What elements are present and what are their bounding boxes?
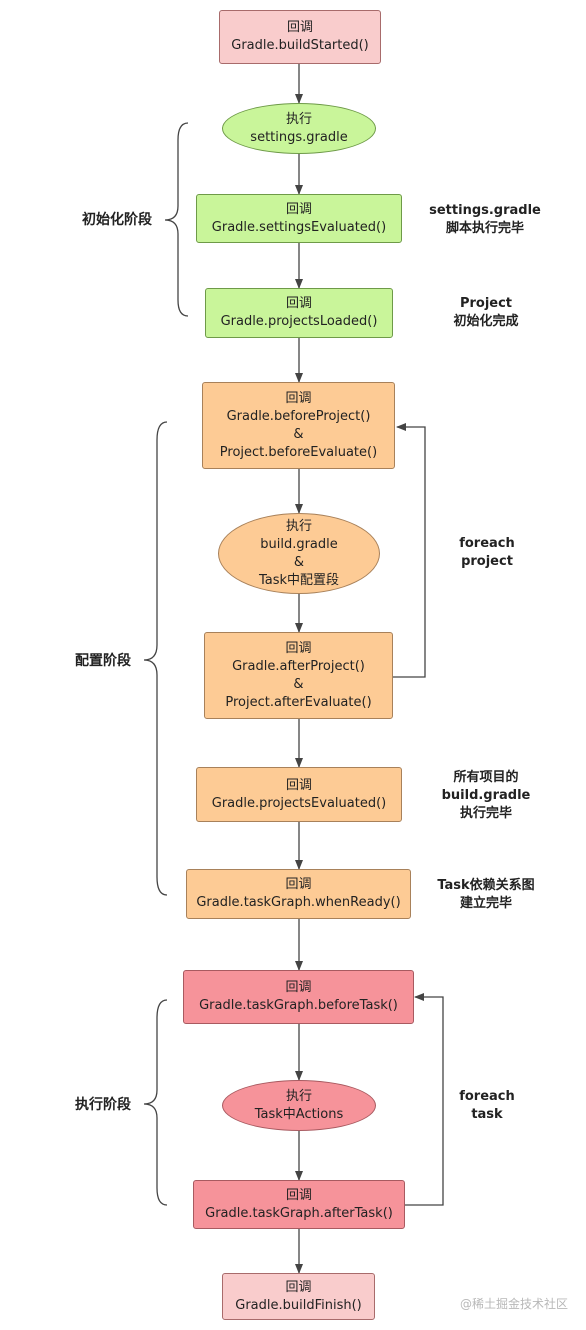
annotation-foreach-project: foreach project [422, 535, 552, 571]
loop-arrow-task [404, 993, 444, 1206]
annotation-line: settings.gradle [429, 203, 541, 218]
node-text: 回调 Gradle.buildStarted() [231, 19, 369, 55]
node-build-started: 回调 Gradle.buildStarted() [219, 10, 381, 64]
node-text: 回调 Gradle.taskGraph.beforeTask() [199, 979, 398, 1015]
annotation-line: build.gradle [441, 788, 531, 803]
annotation-line: 建立完毕 [459, 896, 512, 911]
watermark: @稀土掘金技术社区 [459, 1297, 568, 1311]
node-projects-loaded: 回调 Gradle.projectsLoaded() [205, 288, 393, 338]
phase-exec-label: 执行阶段 [75, 1097, 131, 1113]
node-text-line: Gradle.buildFinish() [235, 1297, 362, 1313]
annotation-line: foreach [459, 1089, 515, 1104]
brace-config [143, 421, 168, 896]
node-exec-actions: 执行 Task中Actions [222, 1080, 376, 1131]
node-before-project: 回调 Gradle.beforeProject() & Project.beforeE… [202, 382, 395, 469]
node-text-line: 回调 [285, 877, 312, 892]
node-text-line: Project.beforeEvaluate() [219, 444, 378, 460]
node-text-line: 回调 [285, 390, 312, 406]
node-text-line: 执行 [285, 1088, 312, 1104]
node-text: 回调 Gradle.afterProject() & Project.afterEva… [225, 640, 371, 712]
node-text: 回调 Gradle.buildFinish() [235, 1279, 362, 1315]
node-text: 回调 Gradle.taskGraph.whenReady() [196, 876, 400, 912]
node-exec-build-gradle: 执行 build.gradle & Task中配置段 [218, 513, 380, 594]
node-exec-settings: 执行 settings.gradle [222, 103, 376, 154]
node-text-line: Gradle.settingsEvaluated() [211, 219, 387, 235]
node-text-line: & [293, 554, 305, 570]
node-text-line: 回调 [285, 1187, 312, 1203]
node-text-line: & [293, 676, 304, 692]
node-text-line: build.gradle [260, 536, 338, 552]
node-text-line: Task中Actions [254, 1106, 344, 1122]
node-text: 回调 Gradle.taskGraph.afterTask() [205, 1187, 393, 1223]
annotation-settings-done: settings.gradle 脚本执行完毕 [420, 202, 550, 238]
node-text-line: Task中配置段 [258, 572, 340, 588]
node-settings-evaluated: 回调 Gradle.settingsEvaluated() [196, 194, 402, 243]
node-text-line: 回调 [285, 777, 312, 793]
node-after-project: 回调 Gradle.afterProject() & Project.afterEva… [204, 632, 393, 719]
node-text: 执行 settings.gradle [250, 111, 347, 147]
node-text: 回调 Gradle.projectsEvaluated() [212, 777, 386, 813]
node-text-line: Gradle.projectsLoaded() [220, 314, 378, 329]
node-text-line: 执行 [285, 111, 312, 127]
node-text-line: & [293, 426, 304, 442]
loop-arrow-project [393, 423, 426, 678]
phase-init-label: 初始化阶段 [82, 212, 152, 228]
node-text-line: settings.gradle [250, 129, 348, 145]
annotation-line: Project [459, 296, 513, 311]
node-text-line: 回调 [285, 980, 312, 995]
phase-config-label: 配置阶段 [75, 653, 131, 669]
node-text-line: 回调 [286, 20, 313, 35]
node-text: 回调 Gradle.projectsLoaded() [221, 295, 378, 331]
annotation-task-graph: Task依赖关系图建立完毕 [421, 877, 551, 913]
annotation-line: Task依赖关系图 [437, 878, 535, 893]
node-text: 执行 Task中Actions [255, 1088, 344, 1124]
annotation-line: foreach [459, 536, 515, 551]
annotation-line: task [471, 1107, 503, 1122]
node-after-task: 回调 Gradle.taskGraph.afterTask() [193, 1180, 405, 1229]
node-text: 回调 Gradle.beforeProject() & Project.beforeE… [220, 390, 377, 462]
brace-init [164, 122, 189, 317]
node-build-finish: 回调 Gradle.buildFinish() [222, 1273, 375, 1320]
annotation-line: 脚本执行完毕 [445, 221, 524, 236]
node-projects-evaluated: 回调 Gradle.projectsEvaluated() [196, 767, 402, 822]
node-when-ready: 回调 Gradle.taskGraph.whenReady() [186, 869, 411, 919]
node-text-line: 回调 [285, 1279, 312, 1295]
annotation-line: 执行完毕 [459, 806, 512, 821]
node-text-line: Gradle.taskGraph.beforeTask() [199, 998, 398, 1013]
node-text-line: Gradle.taskGraph.whenReady() [196, 895, 401, 910]
node-before-task: 回调 Gradle.taskGraph.beforeTask() [183, 970, 414, 1024]
annotation-line: project [461, 554, 513, 569]
node-text-line: 回调 [285, 640, 312, 656]
node-text-line: Project.afterEvaluate() [225, 694, 372, 710]
node-text-line: 回调 [285, 201, 312, 217]
node-text: 回调 Gradle.settingsEvaluated() [212, 201, 386, 237]
node-text-line: Gradle.afterProject() [232, 658, 365, 674]
annotation-all-projects: 所有项目的 build.gradle 执行完毕 [421, 769, 551, 823]
node-text-line: Gradle.buildStarted() [231, 38, 369, 53]
annotation-line: 初始化完成 [453, 314, 519, 329]
node-text-line: 执行 [285, 518, 312, 534]
node-text-line: 回调 [285, 296, 312, 311]
annotation-line: 所有项目的 [453, 770, 519, 785]
node-text-line: Gradle.beforeProject() [226, 408, 371, 424]
annotation-project-init: Project 初始化完成 [421, 295, 551, 331]
annotation-foreach-task: foreach task [422, 1088, 552, 1124]
node-text-line: Gradle.projectsEvaluated() [211, 795, 387, 811]
node-text-line: Gradle.taskGraph.afterTask() [205, 1205, 393, 1221]
node-text: 执行 build.gradle & Task中配置段 [259, 518, 339, 590]
brace-exec [143, 999, 168, 1206]
